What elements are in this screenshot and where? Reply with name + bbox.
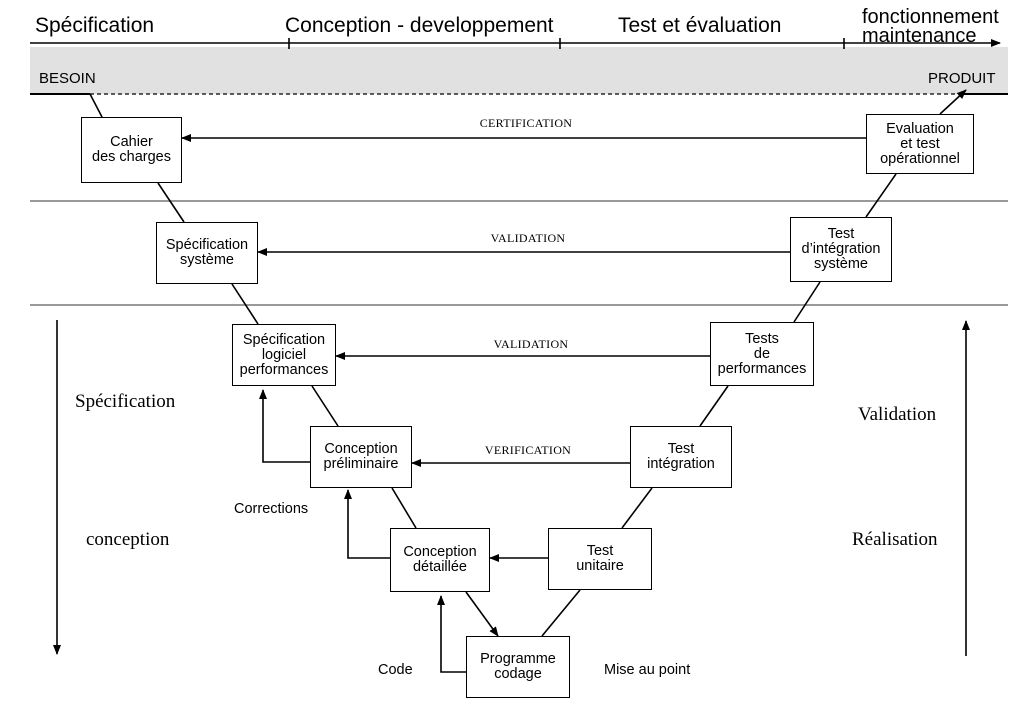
code-label: Code — [378, 662, 413, 678]
besoin-label: BESOIN — [39, 70, 96, 87]
box-tests-performances: Tests de performances — [710, 322, 814, 386]
box-conception-detaillee: Conception détaillée — [390, 528, 490, 592]
side-label-realisation: Réalisation — [852, 529, 938, 550]
correction-loops — [259, 389, 466, 673]
box-conception-preliminaire: Conception préliminaire — [310, 426, 412, 488]
produit-label: PRODUIT — [928, 70, 996, 87]
box-test-unitaire: Test unitaire — [548, 528, 652, 590]
box-specification-systeme: Spécification système — [156, 222, 258, 284]
horizontal-arrows — [181, 134, 866, 562]
side-label-specification: Spécification — [75, 391, 176, 412]
certification-label: CERTIFICATION — [479, 116, 573, 130]
v-left-branch — [89, 93, 499, 637]
phase-specification: Spécification — [35, 14, 155, 37]
side-label-validation: Validation — [858, 404, 937, 425]
validation-label: VALIDATION — [490, 231, 566, 245]
box-programme-codage: Programme codage — [466, 636, 570, 698]
corrections-label: Corrections — [234, 501, 309, 517]
validation-label: VALIDATION — [493, 337, 569, 351]
box-evaluation-test-operationnel: Evaluation et test opérationnel — [866, 114, 974, 174]
process-band — [30, 47, 1008, 94]
side-label-conception: conception — [86, 529, 170, 550]
box-test-integration-systeme: Test d’intégration système — [790, 217, 892, 282]
box-cahier-des-charges: Cahier des charges — [81, 117, 182, 183]
phase-test-evaluation: Test et évaluation — [618, 14, 782, 37]
box-test-integration: Test intégration — [630, 426, 732, 488]
phase-fonctionnement-maintenance: fonctionnement maintenance — [862, 6, 999, 47]
mise-au-point-label: Mise au point — [604, 662, 691, 678]
v-right-branch — [541, 89, 967, 637]
box-specification-logiciel: Spécification logiciel performances — [232, 324, 336, 386]
phase-conception-developpement: Conception - developpement — [285, 14, 554, 37]
verification-label: VERIFICATION — [484, 443, 572, 457]
